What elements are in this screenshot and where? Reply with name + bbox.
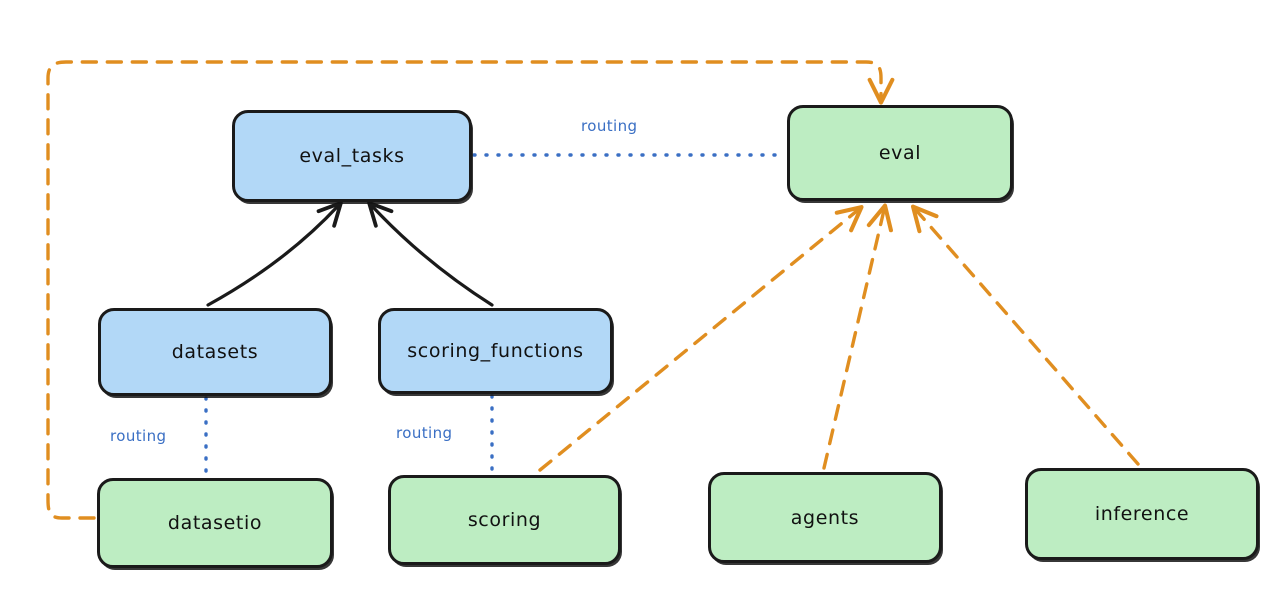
edge-label-routing-datasets: routing bbox=[110, 427, 167, 445]
edge-agents-to-eval bbox=[822, 203, 893, 470]
node-label-scoring-functions: scoring_functions bbox=[407, 340, 584, 362]
node-label-datasetio: datasetio bbox=[167, 512, 263, 534]
node-inference[interactable]: inference bbox=[1025, 468, 1259, 560]
edge-scoring-functions-to-eval-tasks bbox=[367, 200, 494, 307]
node-label-scoring: scoring bbox=[467, 509, 542, 531]
node-label-eval: eval bbox=[878, 142, 922, 164]
node-scoring-functions[interactable]: scoring_functions bbox=[378, 308, 613, 394]
node-label-eval-tasks: eval_tasks bbox=[299, 145, 405, 167]
edge-label-routing-eval-tasks: routing bbox=[581, 117, 638, 135]
node-scoring[interactable]: scoring bbox=[388, 475, 621, 565]
edge-label-routing-scoring-functions: routing bbox=[396, 424, 453, 442]
node-eval-tasks[interactable]: eval_tasks bbox=[232, 110, 472, 202]
node-datasetio[interactable]: datasetio bbox=[97, 478, 333, 568]
node-label-datasets: datasets bbox=[171, 341, 259, 363]
node-label-inference: inference bbox=[1094, 503, 1190, 525]
edge-inference-to-eval bbox=[910, 204, 1140, 466]
node-datasets[interactable]: datasets bbox=[98, 308, 332, 396]
node-agents[interactable]: agents bbox=[708, 472, 942, 563]
node-eval[interactable]: eval bbox=[787, 105, 1013, 201]
edge-datasets-to-eval-tasks bbox=[206, 200, 343, 307]
node-label-agents: agents bbox=[790, 506, 860, 529]
